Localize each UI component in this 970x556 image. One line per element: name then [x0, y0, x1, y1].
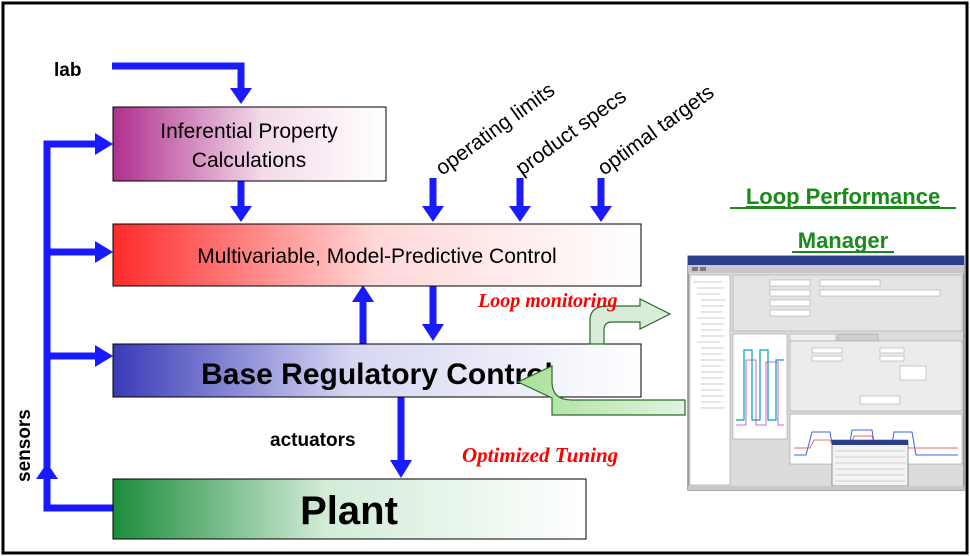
sensors-label: sensors — [14, 409, 35, 482]
lpm-screenshot — [687, 255, 965, 491]
inferential-label-line2: Calculations — [192, 149, 306, 172]
base-label: Base Regulatory Control — [201, 358, 553, 391]
mpc-box: Multivariable, Model-Predictive Control — [112, 223, 642, 287]
product-specs-arrow — [509, 178, 531, 222]
lpm-title-line1: Loop Performance — [746, 184, 940, 209]
plant-label: Plant — [300, 489, 398, 533]
actuators-label: actuators — [270, 430, 356, 451]
operating-limits-arrow — [422, 178, 444, 222]
sensors-arrow — [36, 133, 113, 512]
optimized-tuning-arrow — [516, 365, 686, 416]
mpc-label: Multivariable, Model-Predictive Control — [197, 245, 556, 268]
actuators-arrow — [390, 397, 412, 478]
inferential-label-line1: Inferential Property — [160, 120, 338, 143]
lab-arrow — [112, 62, 252, 104]
inferential-to-mpc-arrow — [230, 181, 252, 222]
lab-label: lab — [54, 60, 81, 81]
base-box: Base Regulatory Control — [112, 343, 642, 398]
loop-monitoring-arrow — [589, 298, 672, 345]
signal-arrows — [36, 62, 612, 512]
inferential-box: Inferential Property Calculations — [112, 106, 387, 182]
lpm-tree-panel — [689, 274, 731, 486]
optimized-tuning-label: Optimized Tuning — [462, 443, 618, 467]
optimal-targets-arrow — [590, 178, 612, 222]
base-to-mpc-arrow — [352, 285, 374, 344]
lpm-title-line2: Manager — [798, 228, 889, 253]
plant-box: Plant — [112, 478, 587, 540]
loop-monitoring-label: Loop monitoring — [477, 290, 617, 312]
mpc-to-base-arrow — [422, 286, 444, 341]
